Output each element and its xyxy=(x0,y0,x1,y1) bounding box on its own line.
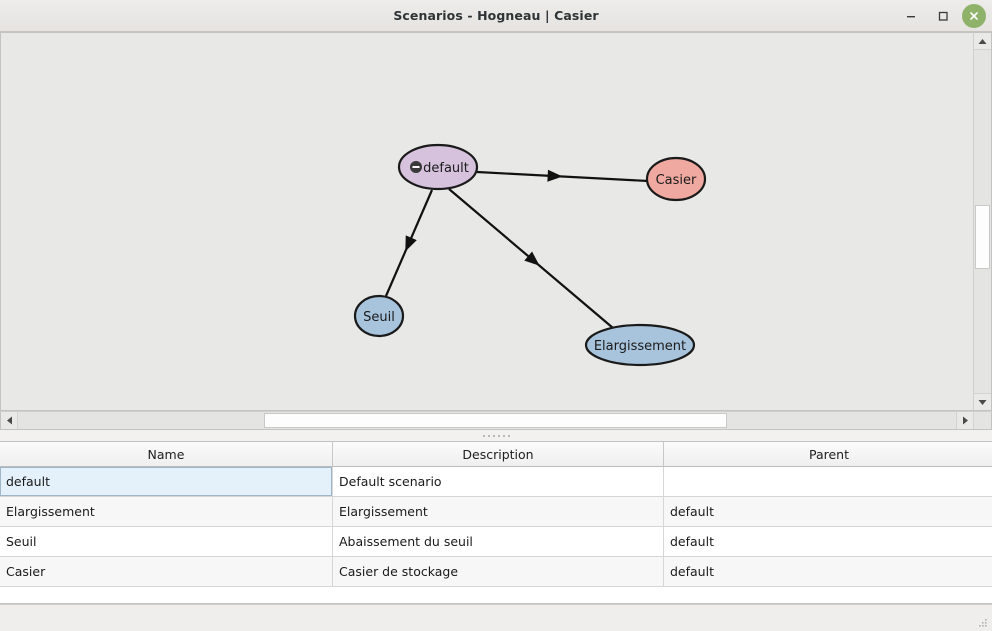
graph-node-elargissement[interactable]: Elargissement xyxy=(584,323,696,367)
cell-description[interactable]: Abaissement du seuil xyxy=(332,526,664,557)
cell-name[interactable]: default xyxy=(0,466,333,497)
node-ellipse xyxy=(584,323,696,367)
scroll-right-button[interactable] xyxy=(956,412,973,429)
chevron-down-icon xyxy=(978,399,987,405)
edge-arrowhead xyxy=(547,169,563,182)
node-label: Casier xyxy=(656,173,697,188)
node-label: Seuil xyxy=(363,310,395,325)
splitter-grip-dot xyxy=(502,434,505,437)
scroll-down-button[interactable] xyxy=(974,393,991,410)
graph-horizontal-scrollbar[interactable] xyxy=(0,411,992,430)
splitter-grip-dot xyxy=(482,434,485,437)
maximize-icon xyxy=(938,11,948,21)
edge-arrowhead xyxy=(405,235,417,252)
cell-description[interactable]: Default scenario xyxy=(332,466,664,497)
node-label: Elargissement xyxy=(594,339,686,354)
cell-description[interactable]: Casier de stockage xyxy=(332,556,664,587)
cell-parent[interactable]: default xyxy=(663,526,992,557)
collapse-minus-bar xyxy=(412,166,420,168)
panel-splitter[interactable] xyxy=(0,430,992,441)
close-icon xyxy=(970,11,978,20)
horizontal-scroll-track[interactable] xyxy=(18,412,956,429)
window-controls xyxy=(898,0,986,31)
close-button[interactable] xyxy=(962,3,986,28)
graph-node-default[interactable]: default xyxy=(397,143,479,191)
vertical-scroll-track[interactable] xyxy=(974,50,991,393)
cell-name[interactable]: Seuil xyxy=(0,526,333,557)
table-empty-space xyxy=(0,587,992,603)
table-header: Name Description Parent xyxy=(0,442,992,467)
splitter-grip-dot xyxy=(492,434,495,437)
cell-parent[interactable]: default xyxy=(663,556,992,587)
maximize-button[interactable] xyxy=(930,3,956,29)
graph-node-seuil[interactable]: Seuil xyxy=(353,294,405,338)
table-header-row: Name Description Parent xyxy=(0,442,992,467)
node-ellipse xyxy=(397,143,479,191)
vertical-scroll-thumb[interactable] xyxy=(975,205,990,269)
graph-edges xyxy=(384,169,649,329)
node-ellipse xyxy=(353,294,405,338)
chevron-left-icon xyxy=(6,416,12,425)
splitter-grip-dot xyxy=(497,434,500,437)
scroll-up-button[interactable] xyxy=(974,33,991,50)
cell-parent[interactable]: default xyxy=(663,496,992,527)
column-header-parent[interactable]: Parent xyxy=(663,442,992,467)
title-bar: Scenarios - Hogneau | Casier xyxy=(0,0,992,32)
cell-name[interactable]: Elargissement xyxy=(0,496,333,527)
splitter-grip-dot xyxy=(487,434,490,437)
resize-grip-icon[interactable] xyxy=(976,616,989,629)
minimize-button[interactable] xyxy=(898,3,924,29)
column-header-name[interactable]: Name xyxy=(0,442,333,467)
horizontal-scroll-thumb[interactable] xyxy=(264,413,727,428)
graph-vertical-scrollbar[interactable] xyxy=(973,32,992,411)
scrollbar-corner xyxy=(973,412,991,429)
node-ellipse xyxy=(645,156,707,202)
splitter-grip-dot xyxy=(507,434,510,437)
column-header-description[interactable]: Description xyxy=(332,442,664,467)
node-label: default xyxy=(423,161,469,176)
status-bar xyxy=(0,604,992,631)
graph-node-casier[interactable]: Casier xyxy=(645,156,707,202)
cell-parent[interactable] xyxy=(663,466,992,497)
edge-arrowhead xyxy=(524,251,540,266)
chevron-right-icon xyxy=(962,416,968,425)
minimize-icon xyxy=(907,15,915,17)
chevron-up-icon xyxy=(978,38,987,44)
cell-name[interactable]: Casier xyxy=(0,556,333,587)
window-title: Scenarios - Hogneau | Casier xyxy=(393,8,599,23)
scroll-left-button[interactable] xyxy=(1,412,18,429)
cell-description[interactable]: Elargissement xyxy=(332,496,664,527)
